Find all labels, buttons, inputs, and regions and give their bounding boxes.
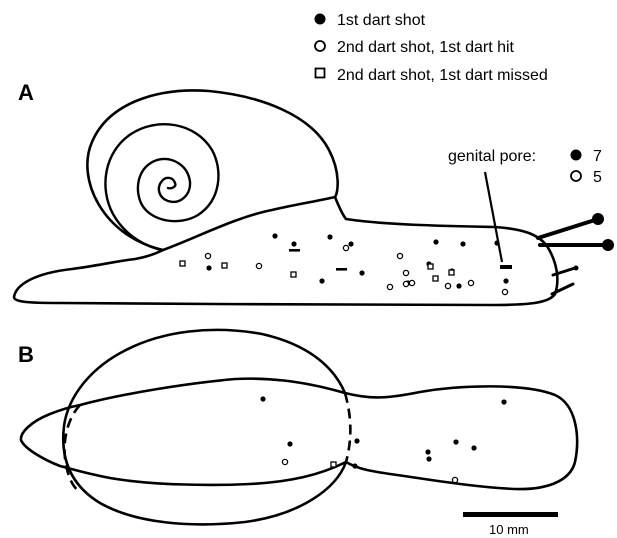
legend-open-circle-icon <box>315 41 325 51</box>
bottom-filled-dot <box>501 399 506 404</box>
side-dash <box>336 268 347 271</box>
side-open-square <box>428 264 433 269</box>
bottom-filled-dot <box>471 445 476 450</box>
side-filled-dot <box>272 233 277 238</box>
side-dash <box>289 249 300 252</box>
genital-pore-filled-icon <box>571 150 582 161</box>
side-open-circle <box>409 280 414 285</box>
side-open-square <box>291 272 296 277</box>
small-knob-upper <box>574 266 579 271</box>
side-open-square <box>449 270 454 275</box>
legend-open-square-icon <box>316 69 325 78</box>
bottom-filled-dot <box>354 438 359 443</box>
bottom-filled-dot <box>426 456 431 461</box>
genital-pore-marker <box>500 265 512 269</box>
bottom-open-circle <box>282 459 287 464</box>
genital-pore-open-count: 5 <box>593 169 602 186</box>
bottom-open-square <box>331 462 336 467</box>
genital-pore-label: genital pore: <box>448 148 536 165</box>
side-open-circle <box>343 245 348 250</box>
side-open-circle <box>205 253 210 258</box>
side-open-circle <box>502 289 507 294</box>
side-open-square <box>222 263 227 268</box>
genital-pore-pointer <box>485 172 502 262</box>
bottom-filled-dot <box>453 439 458 444</box>
bottom-filled-dot <box>425 449 430 454</box>
snail-side-view <box>14 90 606 305</box>
side-filled-dot <box>319 278 324 283</box>
side-filled-dot <box>359 270 364 275</box>
side-open-circle <box>468 280 473 285</box>
panel-a-label: A <box>18 80 34 105</box>
legend: 1st dart shot 2nd dart shot, 1st dart hi… <box>315 12 548 84</box>
side-filled-dot <box>460 241 465 246</box>
upper-eye-knob <box>592 213 604 225</box>
side-filled-dot <box>327 234 332 239</box>
bottom-filled-dot <box>260 396 265 401</box>
legend-open-circle-label: 2nd dart shot, 1st dart hit <box>337 39 515 56</box>
bottom-filled-dot <box>287 441 292 446</box>
scale-bar: 10 mm <box>463 512 558 537</box>
side-filled-dot <box>456 283 461 288</box>
side-open-circle <box>256 263 261 268</box>
panel-b-label: B <box>18 342 34 367</box>
side-filled-dot <box>494 240 499 245</box>
side-view-dart-markers <box>180 233 509 294</box>
genital-pore-open-icon <box>571 171 581 181</box>
lower-eye-knob <box>602 239 614 251</box>
legend-filled-circle-icon <box>315 14 326 25</box>
foot-bottom-outline <box>21 379 577 489</box>
bottom-filled-dot <box>352 463 357 468</box>
side-open-circle <box>387 284 392 289</box>
scale-bar-label: 10 mm <box>489 522 529 537</box>
snail-bottom-view <box>21 330 577 524</box>
shell-hidden-edge <box>345 393 350 462</box>
side-open-square <box>180 261 185 266</box>
shell-top-outline <box>63 330 346 524</box>
shell-outline <box>87 90 337 250</box>
side-filled-dot <box>206 265 211 270</box>
side-filled-dot <box>348 241 353 246</box>
legend-filled-label: 1st dart shot <box>337 12 426 29</box>
side-open-circle <box>403 270 408 275</box>
bottom-view-dart-markers <box>260 396 506 482</box>
side-open-circle <box>397 253 402 258</box>
bottom-open-circle <box>452 477 457 482</box>
side-open-circle <box>403 281 408 286</box>
scale-bar-line <box>463 512 558 517</box>
side-open-square <box>433 276 438 281</box>
legend-open-square-label: 2nd dart shot, 1st dart missed <box>337 67 548 84</box>
side-filled-dot <box>291 241 296 246</box>
side-filled-dot <box>503 278 508 283</box>
side-open-circle <box>445 283 450 288</box>
side-filled-dot <box>433 239 438 244</box>
genital-pore-filled-count: 7 <box>593 148 602 165</box>
upper-tentacle <box>538 220 595 238</box>
foot-outline <box>14 197 557 305</box>
